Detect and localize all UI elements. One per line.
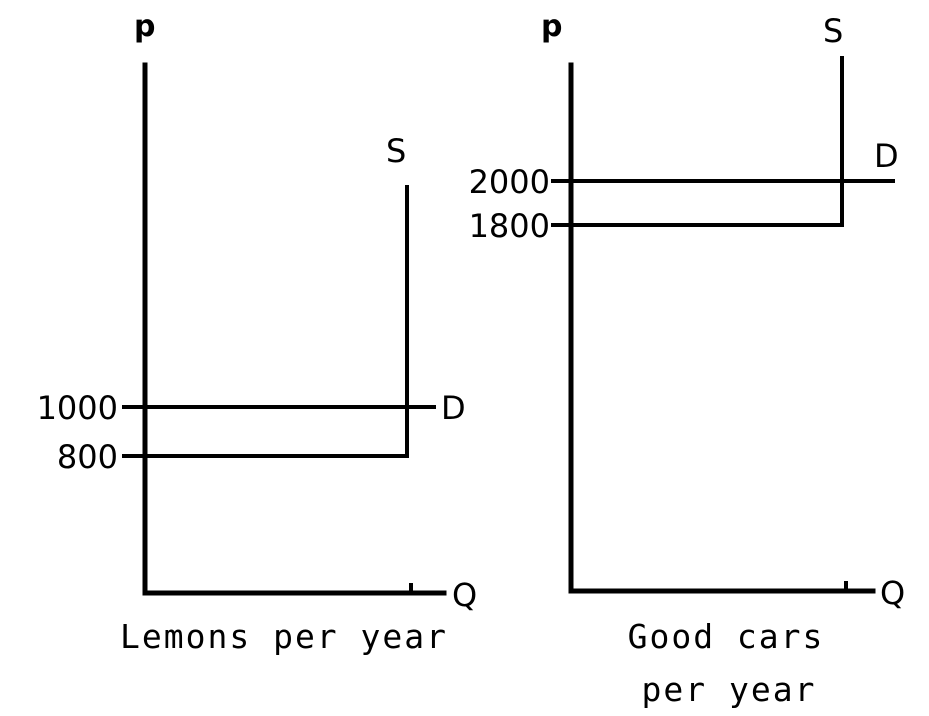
good-cars-price-low-label: 1800: [469, 207, 550, 245]
good-cars-y-axis-label: p: [541, 9, 562, 44]
good-cars-supply-label: S: [823, 12, 843, 50]
good-cars-demand-label: D: [874, 137, 899, 175]
lemons-supply-label: S: [386, 132, 406, 170]
lemons-x-axis-label: Q: [452, 576, 477, 614]
good-cars-caption-line-1: Good cars: [628, 617, 825, 656]
lemons-caption: Lemons per year: [120, 617, 448, 656]
lemons-price-low-label: 800: [57, 438, 118, 476]
good-cars-x-axis-label: Q: [880, 574, 905, 612]
lemons-panel: p Q S D 1000 800 Lemons per year: [37, 9, 478, 656]
good-cars-price-high-label: 2000: [469, 163, 550, 201]
lemons-y-axis-label: p: [134, 9, 155, 44]
good-cars-caption-line-2: per year: [642, 670, 817, 709]
good-cars-supply-curve: [571, 56, 844, 227]
lemons-price-high-label: 1000: [37, 389, 118, 427]
good-cars-panel: p Q S D 2000 1800 Good cars per year: [469, 9, 906, 709]
lemons-demand-label: D: [441, 389, 466, 427]
lemons-supply-curve: [145, 185, 409, 458]
